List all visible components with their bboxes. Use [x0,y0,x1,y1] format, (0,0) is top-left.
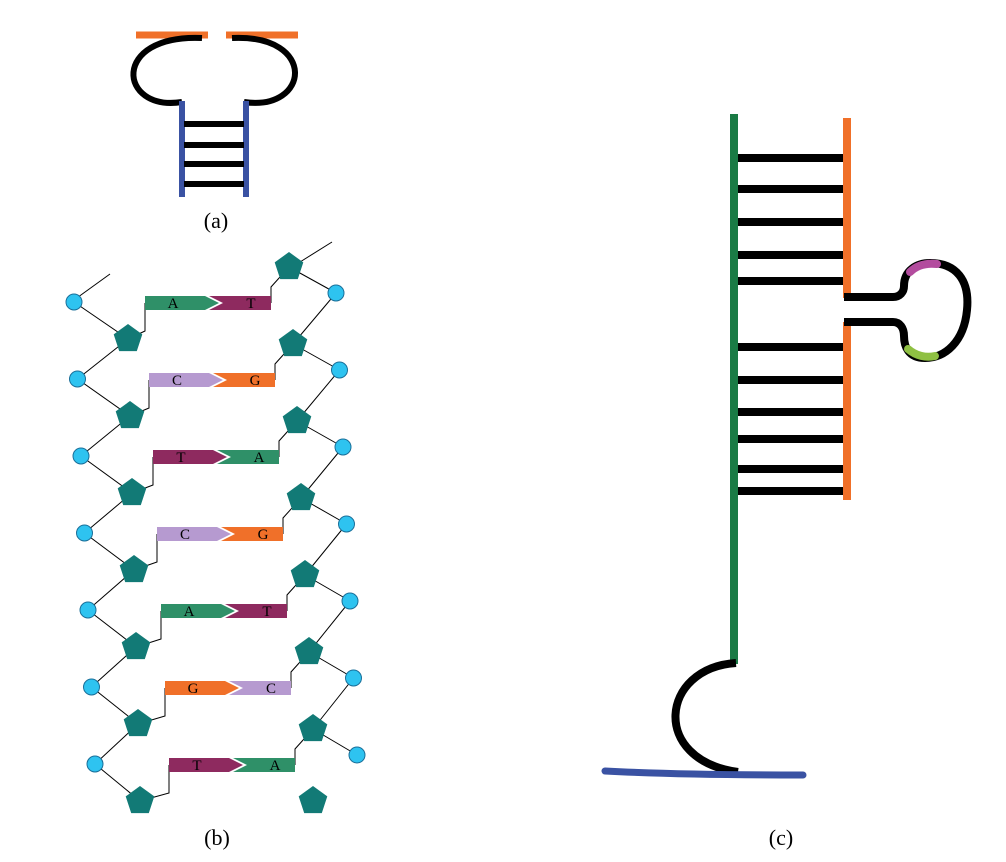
panel-b-label: (b) [204,825,230,850]
phosphate-circle [341,592,359,610]
sugar-pentagon [123,709,153,737]
base-G [213,373,275,387]
right-strand-end [299,241,333,263]
base-letter: T [192,758,201,774]
base-T [153,450,227,464]
dna-base-pairs: A T C G T A C G A T G C T A [65,252,366,814]
sugar-pentagon [115,401,145,429]
phosphate-circle [334,438,352,456]
sugar-pentagon [121,632,151,660]
sugar-pentagon [294,637,324,665]
base-letter: C [172,373,182,389]
base-letter: A [168,296,179,312]
base-G [165,681,239,695]
phosphate-circle [331,361,348,379]
phosphate-circle [76,524,93,542]
base-T [209,296,271,310]
side-loop-c [844,259,972,362]
base-letter: A [270,758,281,774]
base-letter: C [180,527,190,543]
structure-c [601,114,972,779]
sugar-pentagon [286,483,316,511]
sugar-pentagon [113,324,143,352]
base-A [217,450,279,464]
base-letter: A [254,450,265,466]
base-surface-c [601,767,807,779]
hairpin-a-rungs [184,121,244,187]
base-G [221,527,283,541]
phosphate-circle [86,755,104,773]
base-letter: G [188,681,199,697]
left-strand-end [73,273,111,301]
sugar-pentagon [290,560,320,588]
anchor-hook-c [671,659,739,776]
base-letter: G [250,373,261,389]
phosphate-circle [72,447,90,465]
base-A [233,758,295,772]
sugar-pentagon [119,555,149,583]
phosphate-circle [338,515,355,533]
phosphate-circle [83,678,100,696]
side-loop-magenta-segment [906,259,941,276]
phosphate-circle [327,284,345,302]
sugar-pentagon [298,786,328,814]
base-C [229,681,291,695]
sugar-pentagon [274,252,304,280]
base-letter: G [258,527,269,543]
base-letter: T [262,604,271,620]
hairpin-a: (a) [130,31,298,233]
base-T [169,758,243,772]
base-letter: C [266,681,276,697]
base-T [225,604,287,618]
phosphate-circle [69,370,86,388]
panel-a-label: (a) [204,208,228,233]
base-A [145,296,219,310]
phosphate-circle [345,669,362,687]
sugar-pentagon [117,478,147,506]
sugar-pentagon [298,714,328,742]
hairpin-a-right-loop [231,34,298,106]
phosphate-circle [348,746,366,764]
base-C [149,373,223,387]
base-letter: T [246,296,255,312]
dna-helix-b: A T C G T A C G A T G C T A [65,241,366,814]
panel-c-label: (c) [769,825,793,850]
sugar-pentagon [282,406,312,434]
base-C [157,527,231,541]
phosphate-circle [79,601,97,619]
side-loop-lime-segment [904,345,939,361]
base-letter: T [176,450,185,466]
stem-c-rungs [738,154,843,495]
sugar-pentagon [278,329,308,357]
phosphate-circle [65,293,83,311]
hairpin-a-left-loop [130,34,203,106]
base-A [161,604,235,618]
base-letter: A [184,604,195,620]
sugar-pentagon [125,786,155,814]
